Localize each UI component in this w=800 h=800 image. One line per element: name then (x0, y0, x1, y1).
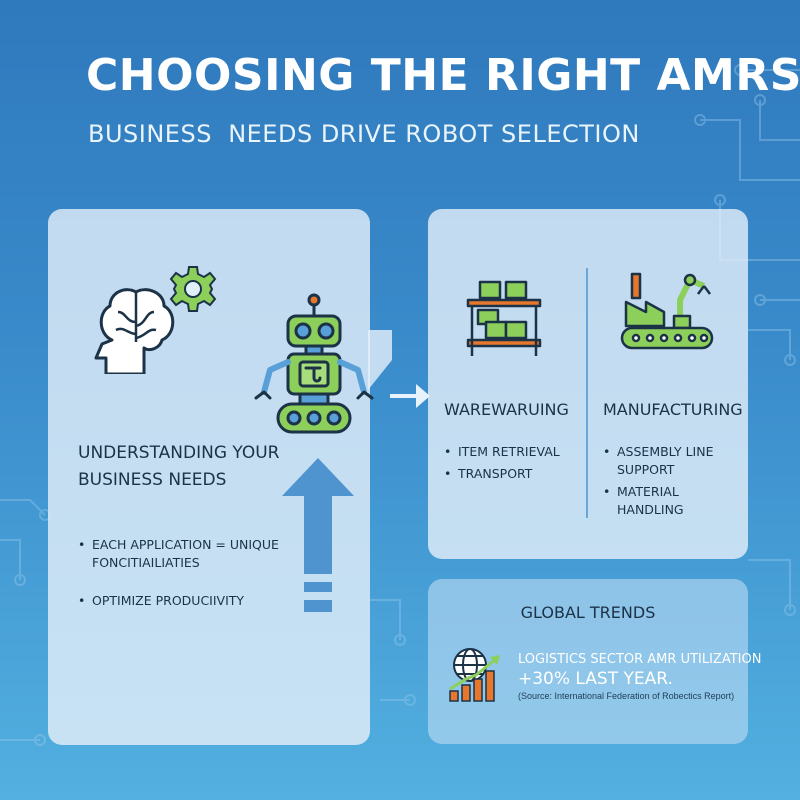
trend-value: +30% LAST YEAR. (518, 669, 673, 689)
manufacturing-list: ASSEMBLY LINE SUPPORT MATERIAL HANDLING (603, 443, 743, 523)
list-item: ASSEMBLY LINE SUPPORT (603, 443, 743, 479)
column-divider (586, 268, 588, 518)
warehouse-shelf-icon (466, 280, 542, 356)
robot-icon (254, 293, 374, 434)
manufacturing-heading: MANUFACTURING (603, 400, 743, 419)
globe-growth-chart-icon (449, 648, 500, 702)
list-item: MATERIAL HANDLING (603, 483, 743, 519)
up-arrow-icon (282, 458, 354, 612)
right-arrow-icon (368, 330, 430, 408)
list-item: TRANSPORT (444, 465, 574, 483)
trend-description: LOGISTICS SECTOR AMR UTILIZATION (518, 652, 762, 667)
factory-robot-arm-icon (620, 272, 714, 350)
page-title: CHOOSING THE RIGHT AMRS (86, 50, 800, 101)
trend-source: (Source: International Federation of Rob… (518, 691, 735, 701)
trend-stat: LOGISTICS SECTOR AMR UTILIZATION +30% LA… (518, 652, 762, 701)
page-subtitle: BUSINESS NEEDS DRIVE ROBOT SELECTION (88, 120, 640, 148)
global-trends-heading: GLOBAL TRENDS (520, 603, 656, 622)
business-needs-heading: UNDERSTANDING YOUR BUSINESS NEEDS (78, 443, 280, 490)
brain-icon (94, 288, 175, 374)
list-item: EACH APPLICATION = UNIQUE FONCITIAILIATI… (78, 536, 308, 572)
list-item: ITEM RETRIEVAL (444, 443, 574, 461)
warehousing-list: ITEM RETRIEVAL TRANSPORT (444, 443, 574, 487)
warehousing-heading: WAREWARUING (444, 400, 569, 419)
list-item: OPTIMIZE PRODUCIIVITY (78, 592, 308, 610)
business-needs-list: EACH APPLICATION = UNIQUE FONCITIAILIATI… (78, 536, 308, 630)
gear-icon (169, 266, 217, 312)
